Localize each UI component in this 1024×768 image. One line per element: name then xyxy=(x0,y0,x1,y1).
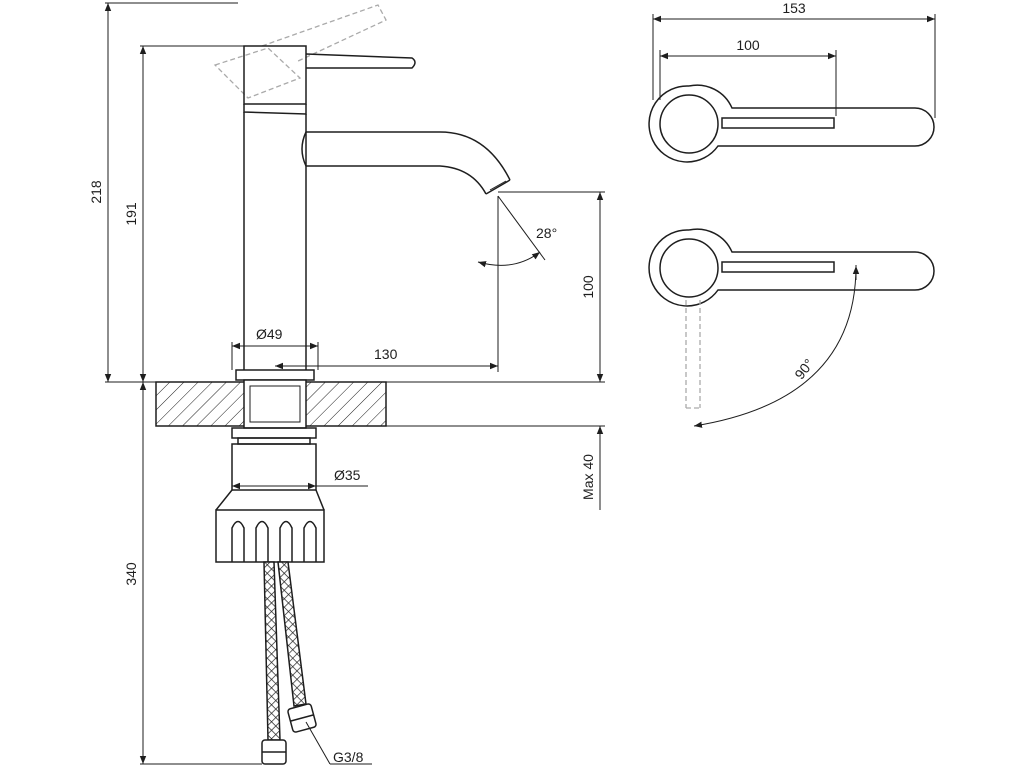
spout xyxy=(301,131,511,195)
lever-handle xyxy=(243,45,416,115)
side-dimensions xyxy=(104,2,605,765)
dim-top-overall-width: 153 xyxy=(782,0,806,16)
dim-counter-thickness: Max 40 xyxy=(580,454,596,500)
side-dimension-labels: 218 191 340 100 Max 40 Ø49 130 Ø35 28° G… xyxy=(88,180,596,765)
side-view xyxy=(155,4,511,765)
dim-spout-reach: 130 xyxy=(374,346,398,362)
lever-alternate-position xyxy=(213,4,387,99)
shank-and-nut xyxy=(215,427,325,563)
top-view-rotated xyxy=(648,228,935,307)
top-view xyxy=(648,84,935,409)
top-view-closed xyxy=(648,84,935,163)
dim-shank-diameter: Ø35 xyxy=(334,467,361,483)
dim-spout-tilt: 28° xyxy=(536,225,557,241)
lever-rotated-position xyxy=(685,300,701,409)
dim-below-counter: 340 xyxy=(123,562,139,586)
dim-connector-thread: G3/8 xyxy=(333,749,364,765)
dim-base-diameter: Ø49 xyxy=(256,326,283,342)
dim-lever-rotation: 90° xyxy=(791,356,817,383)
hose-nut-left xyxy=(261,739,287,765)
dim-overall-height: 218 xyxy=(88,180,104,204)
faucet-body xyxy=(235,112,315,381)
top-dimension-labels: 153 100 90° xyxy=(736,0,817,382)
dim-body-height: 191 xyxy=(123,202,139,226)
dim-top-lever-width: 100 xyxy=(736,37,760,53)
supply-hoses xyxy=(261,561,317,765)
countertop-section xyxy=(155,379,387,429)
hose-nut-right xyxy=(287,703,317,733)
top-dimensions xyxy=(652,14,936,428)
dim-spout-clearance: 100 xyxy=(580,275,596,299)
